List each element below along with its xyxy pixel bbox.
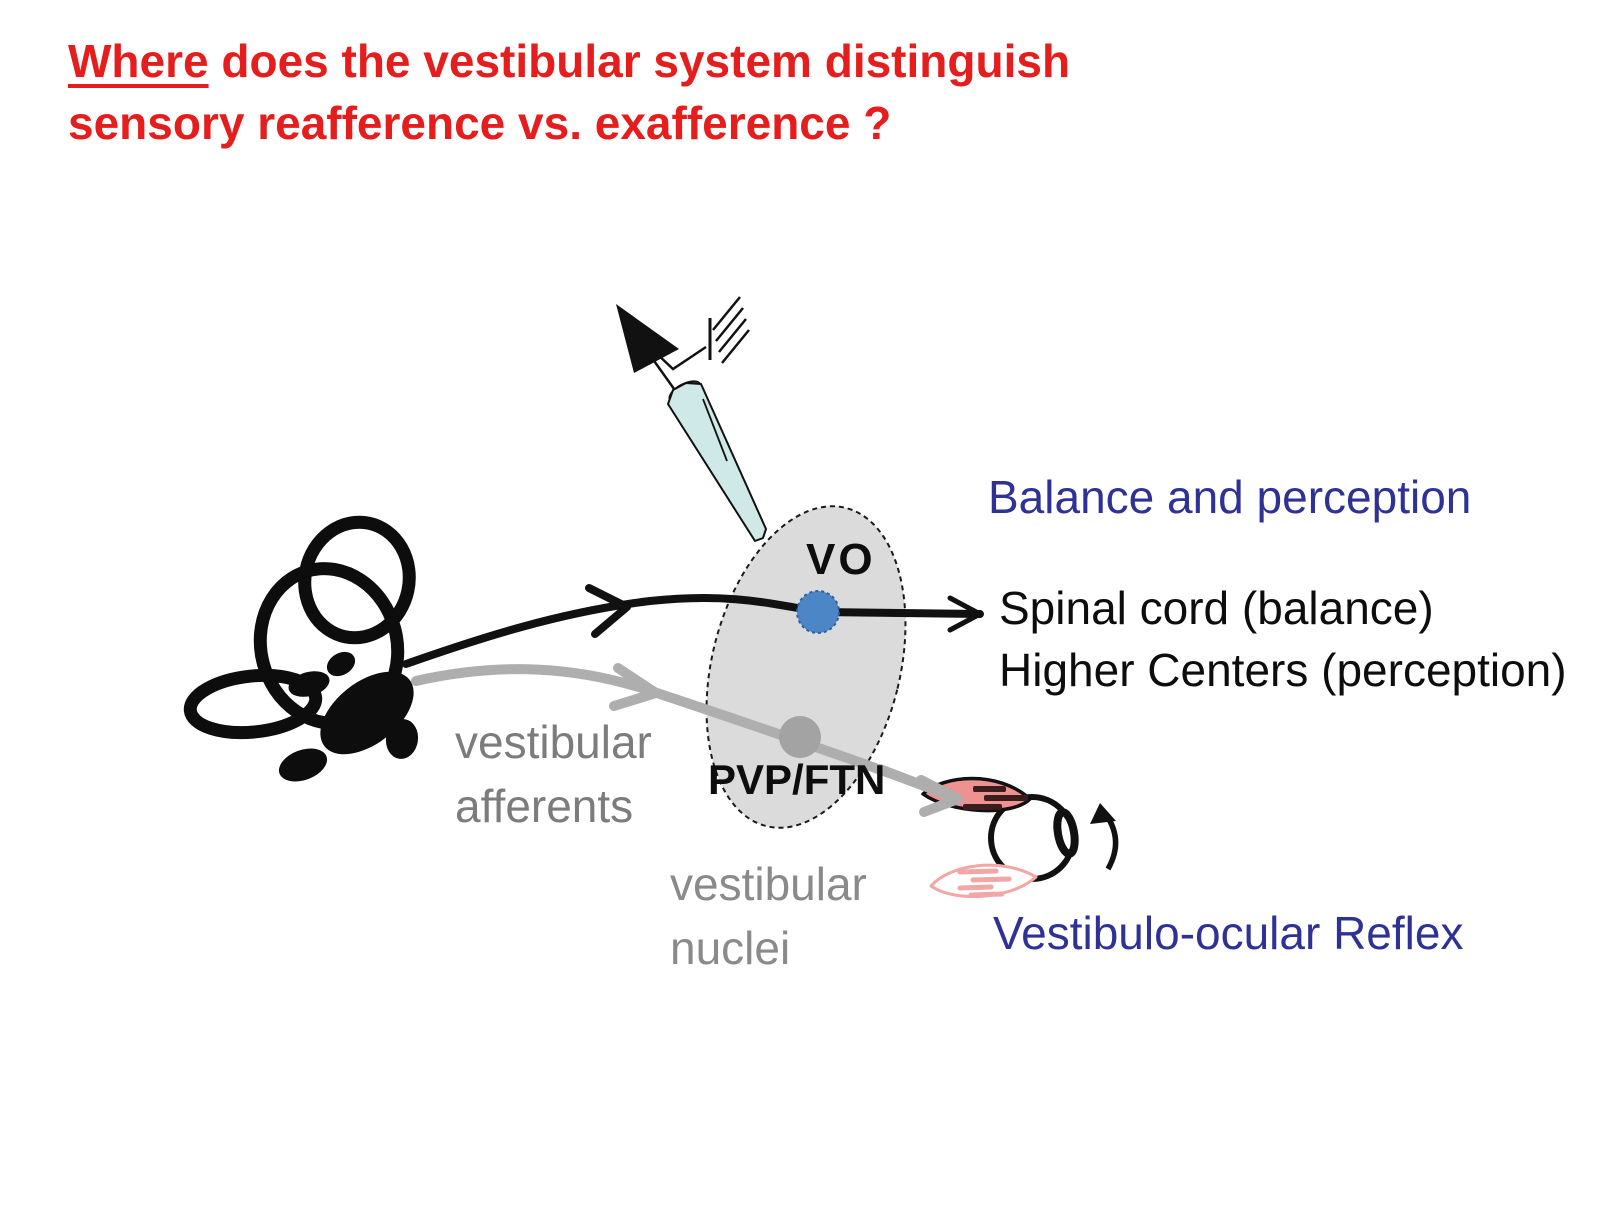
vor-pathway-arrow <box>411 663 945 797</box>
spinal-cord-line: Spinal cord (balance) <box>999 582 1434 634</box>
electrode-wire <box>654 345 707 371</box>
vestibular-nuclei-line2: nuclei <box>670 922 791 974</box>
iris <box>1053 808 1079 858</box>
electrode-signal-arrowhead <box>616 304 679 373</box>
title-underlined-word: Where <box>68 35 209 87</box>
title-line2: sensory reafference vs. exafference ? <box>68 97 892 149</box>
slide-title: Where does the vestibular system disting… <box>68 30 1070 154</box>
vo-neuron-label: VO <box>806 535 876 584</box>
eye-rotation-arrow <box>1090 803 1119 871</box>
inferior-muscle-stripes <box>957 868 1012 898</box>
vestibular-afferents-line1: vestibular <box>455 716 652 768</box>
title-line1-rest: does the vestibular system distinguish <box>208 35 1071 87</box>
vo-pathway-end-arrowhead <box>947 595 983 633</box>
recording-electrode-icon <box>616 296 767 542</box>
title-line1: Where does the vestibular system disting… <box>68 30 1070 92</box>
pvp-ftn-neuron-dot <box>779 716 821 758</box>
vo-neuron-dot <box>796 590 840 634</box>
vo-pathway-mid-arrowhead <box>585 584 631 638</box>
eye-icon <box>875 764 1119 898</box>
vestibular-nuclei-region <box>705 505 907 829</box>
pipette-cone <box>667 382 767 542</box>
vestibular-nuclei-label: vestibular nuclei <box>670 852 867 980</box>
pathway-targets-label: Spinal cord (balance) Higher Centers (pe… <box>999 577 1567 701</box>
vo-pathway-arrow <box>402 584 984 668</box>
vor-pathway-mid-arrowhead <box>609 663 661 711</box>
higher-centers-line: Higher Centers (perception) <box>999 644 1567 696</box>
pvp-ftn-neuron-label: PVP/FTN <box>708 756 886 803</box>
vestibular-afferents-line2: afferents <box>455 780 634 832</box>
vestibular-afferents-label: vestibular afferents <box>455 710 652 838</box>
superior-muscle-stripes <box>963 786 1028 810</box>
vestibular-nuclei-line1: vestibular <box>670 858 867 910</box>
vestibulo-ocular-reflex-heading: Vestibulo-ocular Reflex <box>993 907 1464 959</box>
balance-perception-heading: Balance and perception <box>988 471 1472 523</box>
vor-pathway-end-arrowhead <box>875 764 963 817</box>
semicircular-canals-icon <box>183 515 419 782</box>
ground-symbol-icon <box>708 296 750 364</box>
